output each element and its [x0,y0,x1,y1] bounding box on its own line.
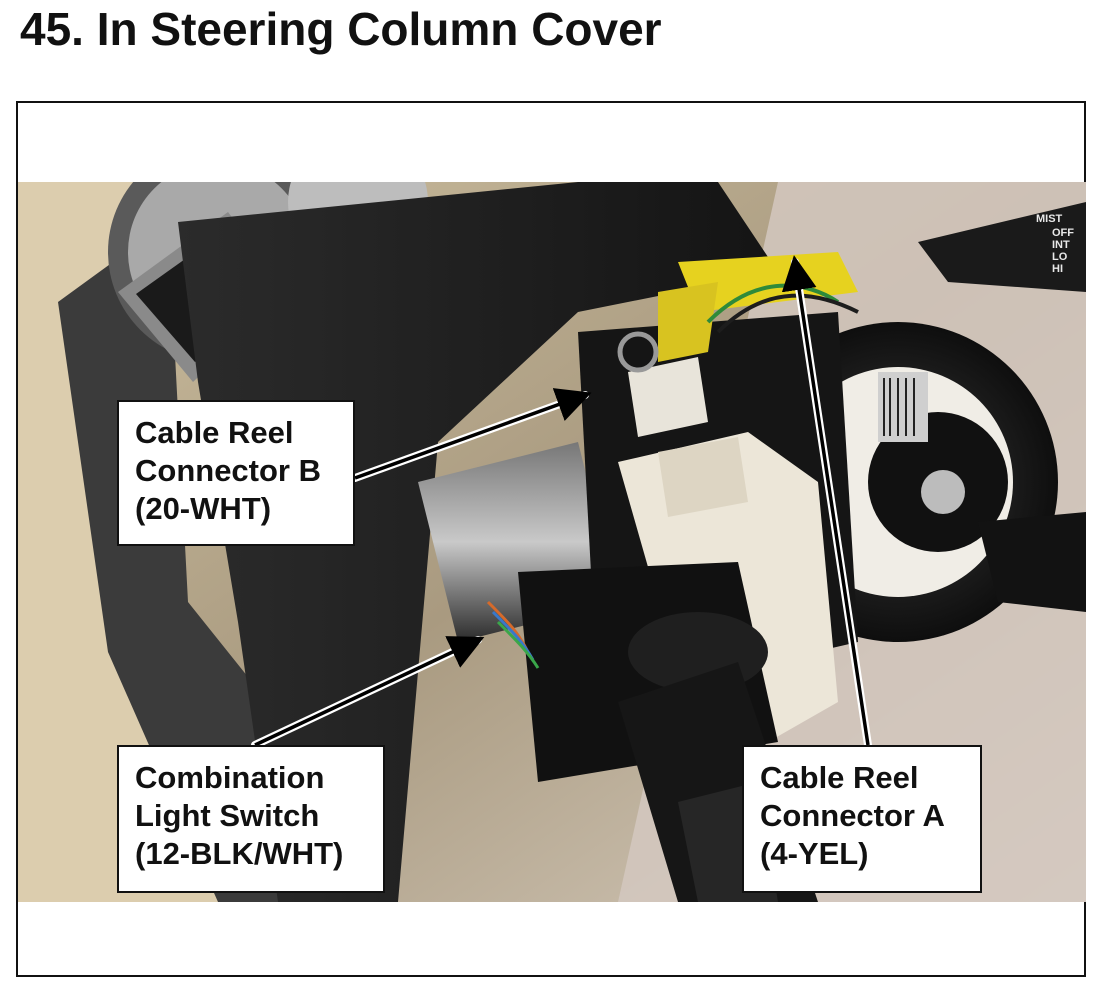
callout-light-line-3: (12-BLK/WHT) [135,836,344,871]
callout-a-line-1: Cable Reel [760,760,919,795]
wiper-stalk [918,202,1086,292]
callout-a-line-3: (4-YEL) [760,836,869,871]
wiper-label-int: INT [1052,239,1070,251]
wiper-label-lo: LO [1052,251,1068,263]
callout-cable-reel-connector-a: Cable Reel Connector A (4-YEL) [742,745,982,893]
callout-light-line-1: Combination [135,760,325,795]
callout-b-line-3: (20-WHT) [135,491,272,526]
callout-b-line-1: Cable Reel [135,415,294,450]
callout-combination-light-switch: Combination Light Switch (12-BLK/WHT) [117,745,385,893]
callout-cable-reel-connector-b: Cable Reel Connector B (20-WHT) [117,400,355,546]
callout-a-line-2: Connector A [760,798,945,833]
connector-b-white [628,357,708,437]
callout-b-line-2: Connector B [135,453,321,488]
callout-light-line-2: Light Switch [135,798,320,833]
wiper-label-mist: MIST [1036,213,1063,225]
page-title: 45. In Steering Column Cover [20,3,662,55]
wiper-label-off: OFF [1052,227,1074,239]
wiper-label-hi: HI [1052,263,1063,275]
